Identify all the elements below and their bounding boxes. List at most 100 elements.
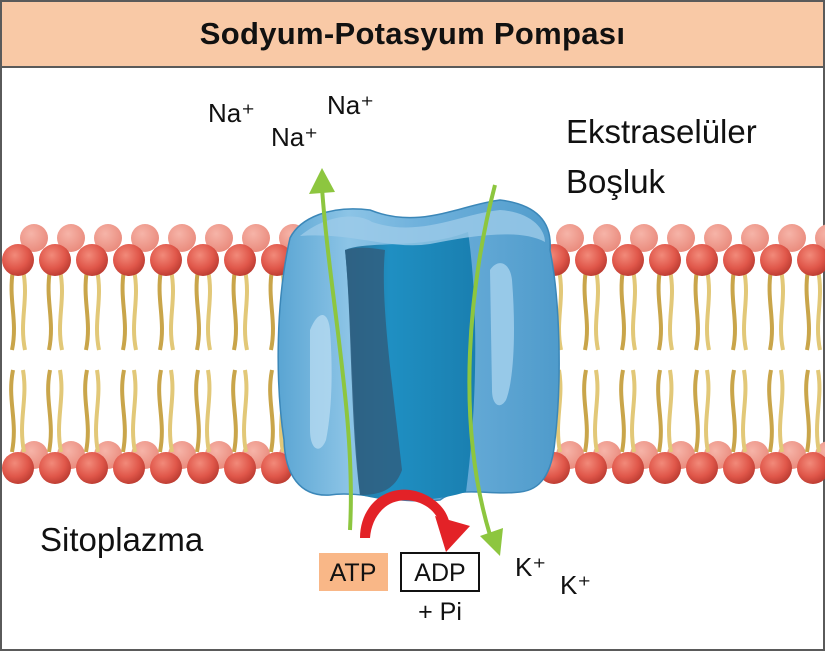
lipid-tail	[46, 269, 53, 351]
phospholipid-head	[224, 452, 256, 484]
lipid-tail	[668, 269, 674, 351]
phospholipid-head	[723, 452, 755, 484]
phospholipid-head	[261, 452, 293, 484]
lipid-tail	[619, 269, 626, 351]
lipid-tail	[667, 369, 674, 453]
phospholipid-head-back	[205, 224, 233, 252]
lipid-tail	[120, 269, 127, 351]
lipid-tail	[58, 269, 64, 351]
lipid-tail	[120, 369, 127, 453]
phospholipid-head	[39, 452, 71, 484]
lipid-tail	[582, 269, 589, 351]
phospholipid-head	[649, 452, 681, 484]
lipid-tail	[767, 369, 774, 453]
extracellular-label: Ekstraselüler	[566, 113, 757, 150]
lipid-tail	[268, 369, 275, 453]
lipid-tail	[94, 369, 101, 453]
pump-protein	[277, 199, 560, 502]
lipid-tail	[168, 369, 175, 453]
phospholipid-head	[612, 244, 644, 276]
phospholipid-head-back	[242, 224, 270, 252]
lipid-tail	[95, 269, 101, 351]
lipid-tail	[693, 369, 700, 453]
lipid-tail	[741, 369, 748, 453]
lipid-tail	[815, 369, 822, 453]
lipid-tail	[131, 369, 138, 453]
lipid-tail	[778, 369, 785, 453]
lipid-tail	[630, 369, 637, 453]
lipid-tail	[704, 369, 711, 453]
phospholipid-head	[39, 244, 71, 276]
title-bar: Sodyum-Potasyum Pompası	[2, 2, 823, 68]
lipid-tails	[9, 269, 822, 453]
phospholipid-head	[612, 452, 644, 484]
phospholipid-head-back	[20, 224, 48, 252]
phospholipid-head	[150, 452, 182, 484]
phospholipid-head	[723, 244, 755, 276]
phospholipid-head	[797, 244, 825, 276]
phospholipid-head-back	[593, 224, 621, 252]
phospholipid-head	[187, 244, 219, 276]
sodium-ion-label: Na⁺	[327, 90, 374, 120]
lipid-tail	[804, 369, 811, 453]
phospholipid-head	[187, 452, 219, 484]
phospholipid-head	[224, 244, 256, 276]
phospholipid-head	[113, 244, 145, 276]
lipid-tail	[242, 369, 249, 453]
phospholipid-head-back	[168, 224, 196, 252]
potassium-transport-arrow	[467, 184, 503, 556]
potassium-ion-label: K⁺	[560, 570, 591, 600]
lipid-tail	[57, 369, 64, 453]
extracellular-label-line2: Boşluk	[566, 163, 666, 200]
lipid-tail	[619, 369, 626, 453]
lipid-tail	[816, 269, 822, 351]
sodium-transport-arrow	[309, 168, 353, 531]
lipid-tail	[169, 269, 175, 351]
phospholipid-head	[2, 452, 34, 484]
lipid-tail	[804, 269, 811, 351]
phospholipid-head	[76, 244, 108, 276]
phosphate-label: + Pi	[418, 598, 462, 626]
lipid-tail	[243, 269, 249, 351]
phospholipid-head	[575, 244, 607, 276]
phospholipid-head	[686, 244, 718, 276]
phospholipid-head-back	[741, 224, 769, 252]
lipid-tail	[9, 269, 16, 351]
lipid-tail	[705, 269, 711, 351]
phospholipid-head-back	[778, 224, 806, 252]
phospholipid-head	[113, 452, 145, 484]
lipid-tail	[194, 269, 201, 351]
phospholipid-head	[760, 244, 792, 276]
lipid-tail	[9, 369, 16, 453]
lipid-tail	[656, 369, 663, 453]
lipid-tail	[231, 269, 238, 351]
adp-label: ADP	[414, 559, 465, 587]
phospholipid-head-back	[57, 224, 85, 252]
potassium-ion-label: K⁺	[515, 552, 546, 582]
phospholipid-head-back	[630, 224, 658, 252]
phospholipid-head	[575, 452, 607, 484]
lipid-tail	[83, 369, 90, 453]
lipid-tail	[693, 269, 700, 351]
atp-hydrolysis-arrow	[360, 489, 470, 552]
lipid-tail	[631, 269, 637, 351]
phospholipid-head	[649, 244, 681, 276]
lipid-tail	[231, 369, 238, 453]
phospholipid-head	[797, 452, 825, 484]
phospholipid-head	[76, 452, 108, 484]
lipid-tail	[21, 269, 27, 351]
phospholipid-head-back	[556, 224, 584, 252]
lipid-tail	[730, 269, 737, 351]
lipid-tail	[594, 269, 600, 351]
lipid-tail	[556, 369, 563, 453]
lipid-tail	[557, 269, 563, 351]
lipid-tail	[157, 269, 164, 351]
lipid-tail	[593, 369, 600, 453]
lipid-tail	[730, 369, 737, 453]
phospholipid-heads	[2, 244, 825, 484]
lipid-tail	[132, 269, 138, 351]
lipid-tail	[194, 369, 201, 453]
phospholipid-head	[2, 244, 34, 276]
